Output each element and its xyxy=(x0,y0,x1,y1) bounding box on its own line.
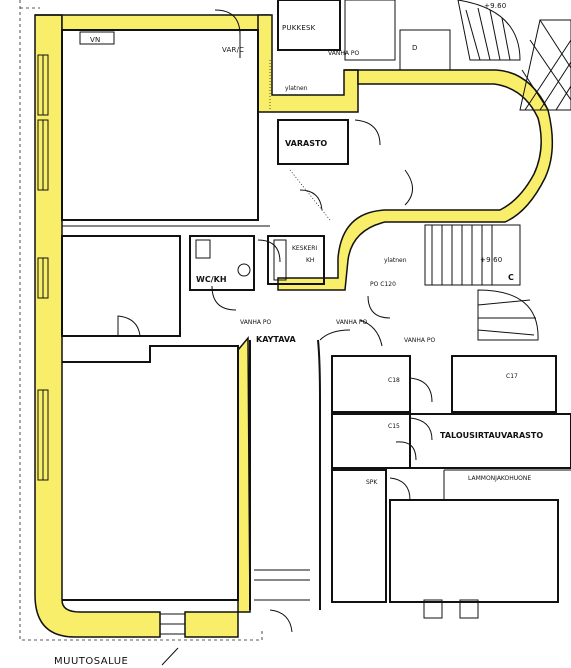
room-wc-kh xyxy=(189,235,255,291)
label-c: C xyxy=(508,273,514,282)
room-talous xyxy=(409,413,571,469)
wc-basin xyxy=(237,263,251,277)
label-elev-top: +9.60 xyxy=(484,2,506,10)
room-d xyxy=(399,29,451,71)
spiral-staircase xyxy=(477,289,539,341)
label-elev-mid: +9.60 xyxy=(480,256,502,264)
room-c18 xyxy=(331,355,411,413)
label-taloustavarasto: TALOUSIRTAUVARASTO xyxy=(440,431,543,440)
change-area-boundary xyxy=(19,0,263,641)
new-wall-curve-upper xyxy=(277,69,554,291)
label-ylataso-mid: ylatnen xyxy=(384,257,407,264)
room-varasto xyxy=(277,119,349,165)
hatched-area xyxy=(519,19,571,111)
room-top-left xyxy=(61,29,259,221)
kh-fixture xyxy=(273,239,287,281)
label-vanha-po-1: VANHA PO xyxy=(240,319,271,326)
windows-left xyxy=(37,54,49,481)
label-c17: C17 xyxy=(506,373,518,380)
room-lammonjako-top xyxy=(443,469,571,500)
new-wall-bottom-right xyxy=(184,611,239,638)
label-pukkesk: PUKKESK xyxy=(282,24,316,32)
label-vanha-po-top: VANHA PO xyxy=(328,50,359,57)
label-vn: VN xyxy=(90,36,100,44)
label-muutosalue: MUUTOSALUE xyxy=(54,656,128,667)
windows-bottom xyxy=(159,599,479,635)
label-varc: VAR/C xyxy=(222,46,244,54)
label-kaytava: KAYTAVA xyxy=(256,335,297,344)
room-kh xyxy=(267,235,325,285)
room-c17 xyxy=(451,355,557,413)
room-top-center xyxy=(344,0,396,61)
doors xyxy=(117,9,433,633)
staircase-top xyxy=(457,0,521,61)
label-wc-kh: WC/KH xyxy=(196,275,227,284)
label-kh: KH xyxy=(306,257,314,264)
room-middle-left xyxy=(61,235,181,337)
new-wall-inner-vertical xyxy=(237,335,251,613)
corridor-kaytava xyxy=(249,339,321,610)
room-spk xyxy=(331,469,387,603)
label-lammonjako: LAMMONJAKOHUONE xyxy=(468,475,531,482)
room-lammonjako xyxy=(389,499,559,603)
vn-box xyxy=(79,31,115,45)
muutosalue-leader xyxy=(161,647,179,666)
label-po-c120: PO C120 xyxy=(370,281,396,288)
label-varasto: VARASTO xyxy=(285,139,327,148)
room-pukkesk xyxy=(277,0,341,51)
label-c15: C15 xyxy=(388,423,400,430)
staircase-middle xyxy=(424,224,521,286)
label-vanha-po-2: VANHA PO xyxy=(336,319,367,326)
label-d: D xyxy=(412,44,418,52)
new-wall-left-outer xyxy=(34,14,161,638)
wc-toilet xyxy=(195,239,211,259)
dotted-fixture xyxy=(289,169,331,221)
room-bottom-left xyxy=(62,345,239,601)
label-ylataso-top: ylatnen xyxy=(285,85,308,92)
label-c18: C18 xyxy=(388,377,400,384)
label-vanha-po-3: VANHA PO xyxy=(404,337,435,344)
label-keskeri: KESKERI xyxy=(292,245,317,252)
label-spk: SPK xyxy=(366,479,378,486)
